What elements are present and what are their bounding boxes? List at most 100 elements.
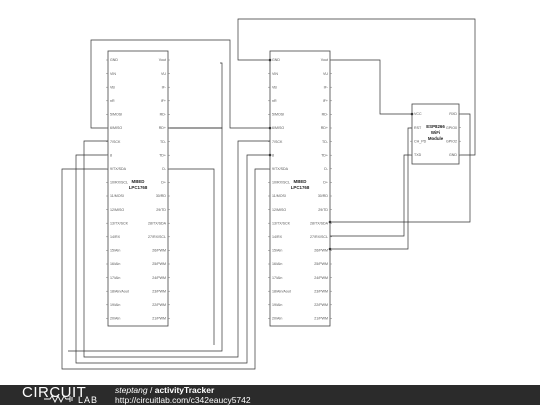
- circuitlab-logo[interactable]: CIRCUIT LAB: [22, 384, 106, 405]
- pin-label-right: 30/RD: [156, 194, 167, 198]
- pin-label-right: 30/RD: [318, 194, 329, 198]
- chip-left-pins: GNDVINVBnR5/MOSI6/MISO7/SCK89/TX/SDA10/R…: [106, 58, 170, 321]
- pin-label-left: RST: [414, 126, 422, 130]
- pin-label-right: 21/PWM: [152, 317, 166, 321]
- pin-label-left: 13/TX/SCK: [272, 221, 291, 225]
- pin-label-right: IF-: [162, 85, 167, 89]
- pin-label-left: 7/SCK: [272, 140, 283, 144]
- meta-separator: /: [147, 385, 155, 395]
- pin-label-left: 19/AIn: [110, 303, 120, 307]
- pin-label-right: Vout: [321, 58, 328, 62]
- pin-label-left: VIN: [272, 72, 278, 76]
- pin-label-right: Vout: [159, 58, 166, 62]
- pin-label-left: 12/MISO: [110, 208, 124, 212]
- pin-label-right: GND: [449, 153, 457, 157]
- pin-label-left: 8: [110, 153, 112, 157]
- pin-label-left: GND: [272, 58, 280, 62]
- pin-label-left: GND: [110, 58, 118, 62]
- pin-label-left: 18/AIn/Aout: [272, 289, 291, 293]
- pin-label-left: CH_PD: [414, 139, 427, 143]
- pin-label-right: VU: [323, 72, 328, 76]
- pin-label-left: 16/AIn: [272, 262, 282, 266]
- pin-label-right: D-: [324, 167, 329, 171]
- pin-label-right: 25/PWM: [152, 262, 166, 266]
- pin-label-left: VIN: [110, 72, 116, 76]
- chip-right-pins: GNDVINVBnR5/MOSI6/MISO7/SCK89/TX/SDA10/R…: [268, 58, 332, 321]
- pin-label-right: D+: [161, 181, 166, 185]
- pin-label-left: nR: [110, 99, 115, 103]
- footer-bar: CIRCUIT LAB steptang / activityTracker h…: [0, 384, 540, 405]
- pin-label-left: 19/AIn: [272, 303, 282, 307]
- pin-label-right: 26/PWM: [314, 249, 328, 253]
- pin-label-left: VCC: [414, 112, 422, 116]
- junction-dot: [410, 112, 414, 116]
- chip-right-title-line1: MBED: [294, 179, 307, 184]
- wire-gnd: [237, 18, 476, 156]
- pin-label-right: TD+: [321, 153, 328, 157]
- pin-label-right: 22/PWM: [152, 303, 166, 307]
- esp-title-line1: ESP8266: [426, 124, 445, 129]
- chip-right-title-line2: LPC1768: [291, 185, 310, 190]
- junction-dot: [328, 220, 332, 224]
- schematic-canvas[interactable]: MBED LPC1768 GND VIN VB nR 5/MOSI 6/MISO 7/SCK…: [0, 0, 540, 385]
- pin-label-right: 22/PWM: [314, 303, 328, 307]
- wire-d8: [75, 154, 270, 364]
- author-link[interactable]: steptang: [115, 385, 148, 395]
- pin-label-left: 10/RX/SCL: [110, 181, 128, 185]
- pin-label-left: 6/MISO: [272, 126, 284, 130]
- pin-label-right: VU: [161, 72, 166, 76]
- wire-sck: [83, 140, 270, 358]
- pin-label-right: RD-: [160, 113, 167, 117]
- pin-label-left: 13/TX/SCK: [110, 221, 129, 225]
- pin-label-right: RXD: [449, 112, 457, 116]
- pin-label-left: 10/RX/SCL: [272, 181, 290, 185]
- pin-label-left: 20/AIn: [272, 317, 282, 321]
- pin-label-left: VB: [110, 85, 115, 89]
- pin-label-right: 28/TX/SDA: [310, 221, 329, 225]
- pin-label-right: 29/TD: [156, 208, 166, 212]
- pin-label-left: 11/MOSI: [272, 194, 286, 198]
- pin-label-right: 27/RX/SCL: [310, 235, 328, 239]
- chip-left-title-line1: MBED: [132, 179, 145, 184]
- pin-label-left: 5/MOSI: [272, 113, 284, 117]
- pin-label-left: TXD: [414, 153, 422, 157]
- junction-dot: [328, 247, 332, 251]
- wire-rx-txd: [330, 154, 412, 237]
- wire-tx-rxd: [330, 113, 471, 223]
- pin-label-left: nR: [272, 99, 277, 103]
- pin-label-left: 18/AIn/Aout: [110, 289, 129, 293]
- pin-label-left: 16/AIn: [110, 262, 120, 266]
- pin-label-right: 28/TX/SDA: [148, 221, 167, 225]
- chip-left-body: [107, 50, 169, 327]
- pin-label-left: 12/MISO: [272, 208, 286, 212]
- chip-right-body: [269, 50, 331, 327]
- mbed-lpc1768-left[interactable]: MBED LPC1768 GNDVINVBnR5/MOSI6/MISO7/SCK…: [106, 50, 170, 327]
- esp-title-line2: WiFi: [431, 130, 440, 135]
- pin-label-right: RD+: [321, 126, 328, 130]
- pin-label-right: 21/PWM: [314, 317, 328, 321]
- esp-title-line3: Module: [428, 136, 444, 141]
- junction-dot: [268, 126, 272, 130]
- pin-label-right: 24/PWM: [314, 276, 328, 280]
- circuit-title[interactable]: activityTracker: [154, 385, 215, 395]
- circuit-url[interactable]: http://circuitlab.com/c342eaucy5742: [115, 395, 251, 405]
- pin-label-left: 9/TX/SDA: [272, 167, 289, 171]
- pin-label-left: 14/RX: [272, 235, 283, 239]
- pin-label-left: 15/AIn: [110, 249, 120, 253]
- wire-pwm-rst: [330, 127, 412, 250]
- mbed-lpc1768-right[interactable]: MBED LPC1768 GNDVINVBnR5/MOSI6/MISO7/SCK…: [268, 50, 332, 327]
- pin-label-right: TD-: [322, 140, 329, 144]
- pin-label-left: 17/AIn: [272, 276, 282, 280]
- esp-body: [411, 103, 460, 165]
- pin-label-right: GPIO0: [446, 126, 457, 130]
- pin-label-right: 29/TD: [318, 208, 328, 212]
- pin-label-left: 7/SCK: [110, 140, 121, 144]
- wire-tx-sda: [61, 168, 270, 370]
- pin-label-right: 25/PWM: [314, 262, 328, 266]
- pin-label-right: D-: [162, 167, 167, 171]
- esp8266-wifi-module[interactable]: ESP8266 WiFi Module VCC RST CH_PD TXD RXD GPI…: [410, 103, 461, 165]
- pin-label-right: RD-: [322, 113, 329, 117]
- pin-label-right: IF-: [324, 85, 329, 89]
- pin-label-right: D+: [323, 181, 328, 185]
